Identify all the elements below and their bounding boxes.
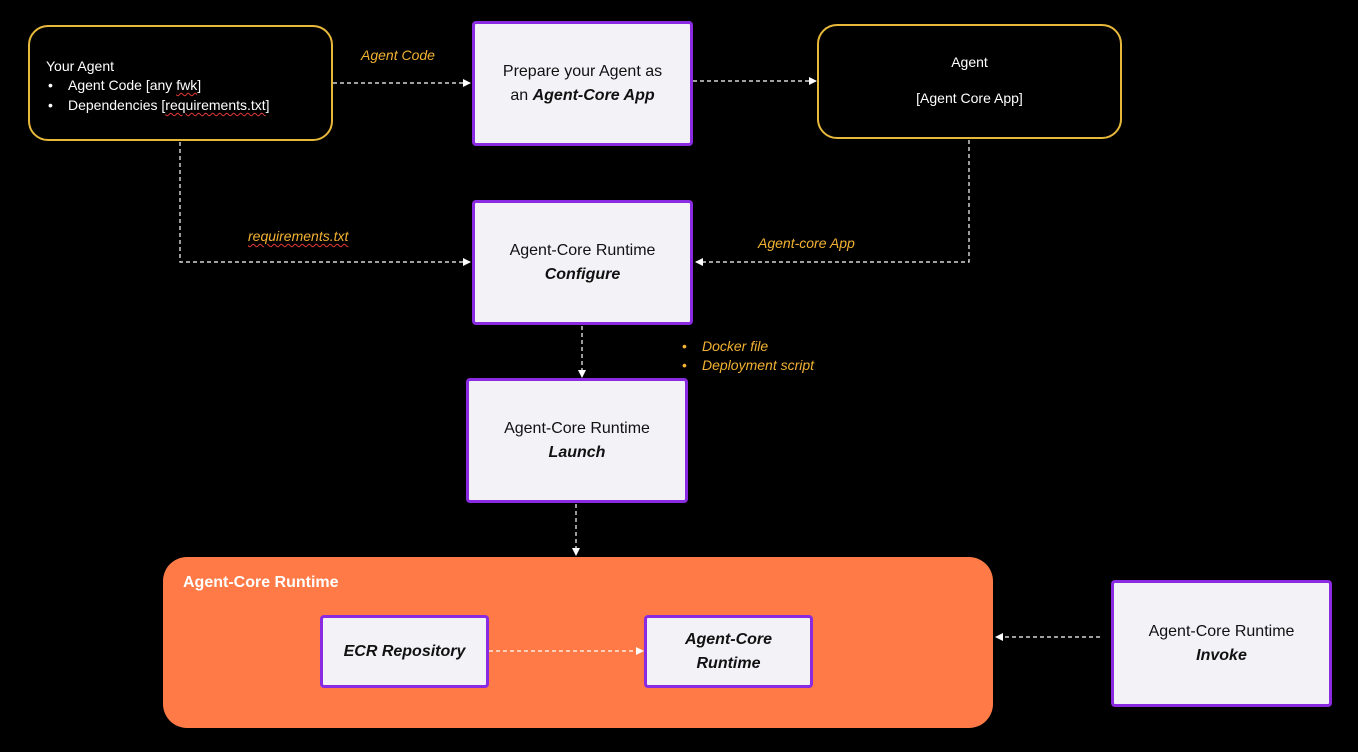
prepare-agent-box: Prepare your Agent as an Agent-Core App [472, 21, 693, 146]
ecr-repository-box: ECR Repository [320, 615, 489, 688]
core-runtime-line2: Runtime [696, 654, 761, 672]
launch-line2: Launch [548, 443, 606, 461]
label-requirements: requirements.txt [248, 228, 349, 244]
launch-line1: Agent-Core Runtime [504, 419, 650, 437]
agent-core-runtime-box: Agent-Core Runtime [644, 615, 813, 688]
invoke-box: Agent-Core Runtime Invoke [1111, 580, 1332, 707]
prepare-line1: Prepare your Agent as [502, 62, 663, 80]
agent-app-line1: Agent [951, 54, 988, 70]
output-docker-file: Docker file [680, 337, 814, 356]
configure-line2: Configure [544, 265, 621, 283]
output-deployment-script: Deployment script [680, 356, 814, 375]
invoke-line1: Agent-Core Runtime [1148, 622, 1295, 640]
agent-core-app-box: Agent [Agent Core App] [817, 24, 1122, 139]
your-agent-title: Your Agent [46, 58, 114, 74]
runtime-title: Agent-Core Runtime [183, 574, 339, 591]
configure-line1: Agent-Core Runtime [509, 241, 656, 259]
agent-app-line2: [Agent Core App] [916, 90, 1023, 106]
core-runtime-line1: Agent-Core [684, 630, 773, 648]
label-agent-core-app: Agent-core App [758, 235, 855, 251]
your-agent-items: Agent Code [any fwk] Dependencies [requi… [46, 75, 331, 115]
ecr-label: ECR Repository [343, 642, 466, 660]
item-agent-code: Agent Code [any fwk] [46, 75, 331, 95]
runtime-container: Agent-Core Runtime ECR Repository Agent-… [163, 557, 993, 728]
item-dependencies: Dependencies [requirements.txt] [46, 95, 331, 115]
your-agent-box: Your Agent Agent Code [any fwk] Dependen… [28, 25, 333, 141]
configure-box: Agent-Core Runtime Configure [472, 200, 693, 325]
launch-box: Agent-Core Runtime Launch [466, 378, 688, 503]
label-outputs: Docker file Deployment script [680, 337, 814, 375]
prepare-line2: an Agent-Core App [510, 86, 655, 104]
arrow-requirements-to-configure [179, 142, 471, 266]
invoke-line2: Invoke [1196, 646, 1247, 664]
label-agent-code: Agent Code [361, 47, 435, 63]
arrow-app-to-configure [695, 140, 970, 266]
internal-connector [489, 647, 644, 655]
